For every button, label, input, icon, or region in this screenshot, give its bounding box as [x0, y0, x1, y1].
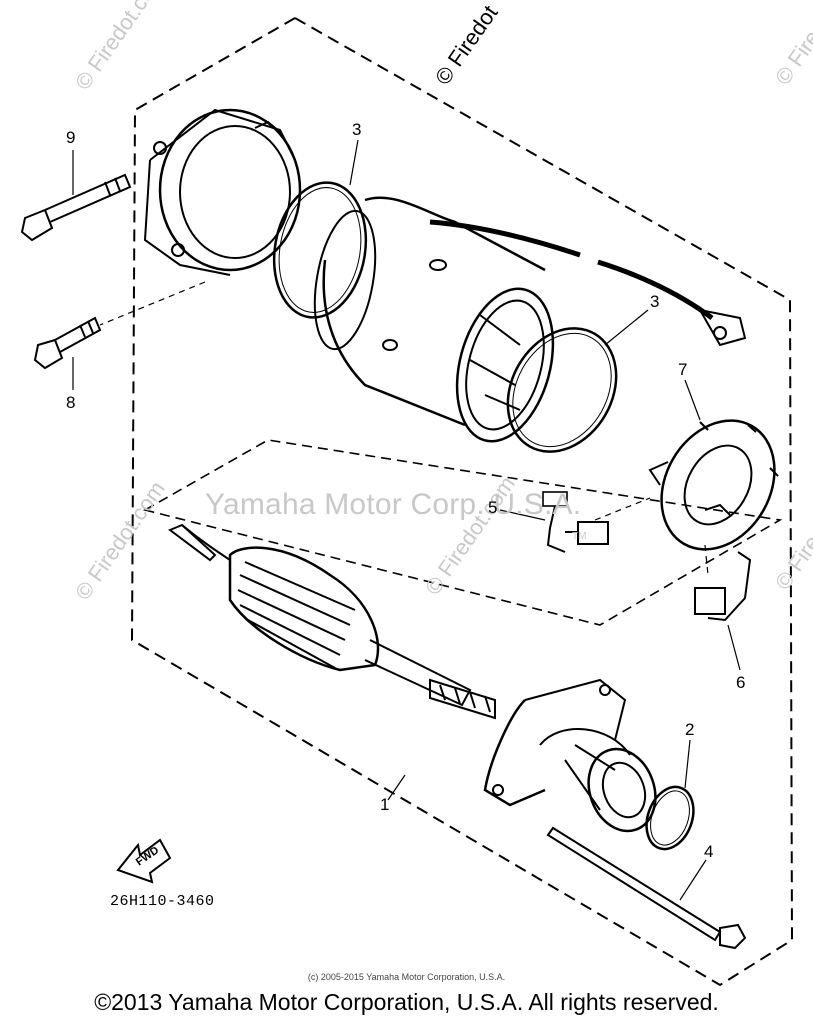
yoke-housing	[313, 196, 555, 443]
brush-plate	[648, 419, 779, 551]
callout-9: 9	[66, 128, 76, 147]
assembly-boundary-top	[294, 17, 791, 301]
callout-6: 6	[736, 673, 746, 692]
footer-copyright: ©2013 Yamaha Motor Corporation, U.S.A. A…	[94, 989, 719, 1015]
callout-3-left: 3	[352, 120, 362, 139]
callout-2: 2	[685, 720, 695, 739]
callout-5: 5	[488, 498, 498, 517]
watermark-tm: TM	[572, 531, 587, 542]
bolt-8	[33, 316, 102, 370]
bolt-9	[20, 173, 132, 242]
watermark-center: Yamaha Motor Corp. U.S.A.	[205, 488, 582, 521]
callout-1: 1	[380, 795, 390, 814]
assembly-boundary-outer	[130, 17, 794, 987]
fwd-arrow	[116, 838, 172, 884]
through-bolt	[546, 826, 747, 950]
o-ring-2	[645, 785, 695, 851]
callout-7: 7	[678, 360, 688, 379]
callout-3-right: 3	[650, 292, 660, 311]
small-copyright: (c) 2005-2015 Yamaha Motor Corporation, …	[307, 972, 506, 982]
lead-wire	[429, 219, 747, 347]
o-ring-right	[506, 327, 618, 453]
brush-5	[542, 491, 609, 553]
armature-boundary	[142, 439, 783, 626]
rear-bracket	[483, 678, 657, 833]
callout-8: 8	[66, 393, 76, 412]
diagram-code: 26H110-3460	[110, 893, 215, 910]
brush-6	[694, 551, 752, 622]
o-ring-left	[272, 181, 368, 319]
armature	[168, 523, 496, 720]
callout-4: 4	[704, 842, 714, 861]
front-bracket	[143, 108, 302, 276]
